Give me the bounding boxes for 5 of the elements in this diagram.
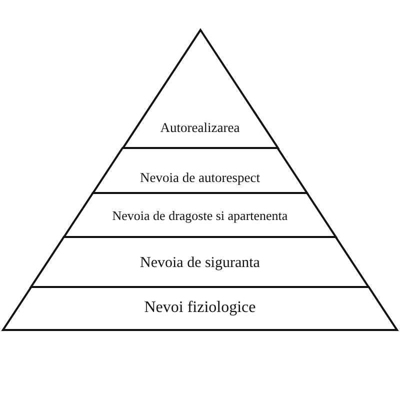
level-label: Nevoia de dragoste si apartenenta [111, 208, 289, 222]
level-label: Nevoia de autorespect [139, 171, 261, 185]
level-label: Autorealizarea [159, 121, 241, 135]
level-label: Nevoia de siguranta [139, 256, 261, 270]
level-label: Nevoi fiziologice [143, 300, 257, 316]
